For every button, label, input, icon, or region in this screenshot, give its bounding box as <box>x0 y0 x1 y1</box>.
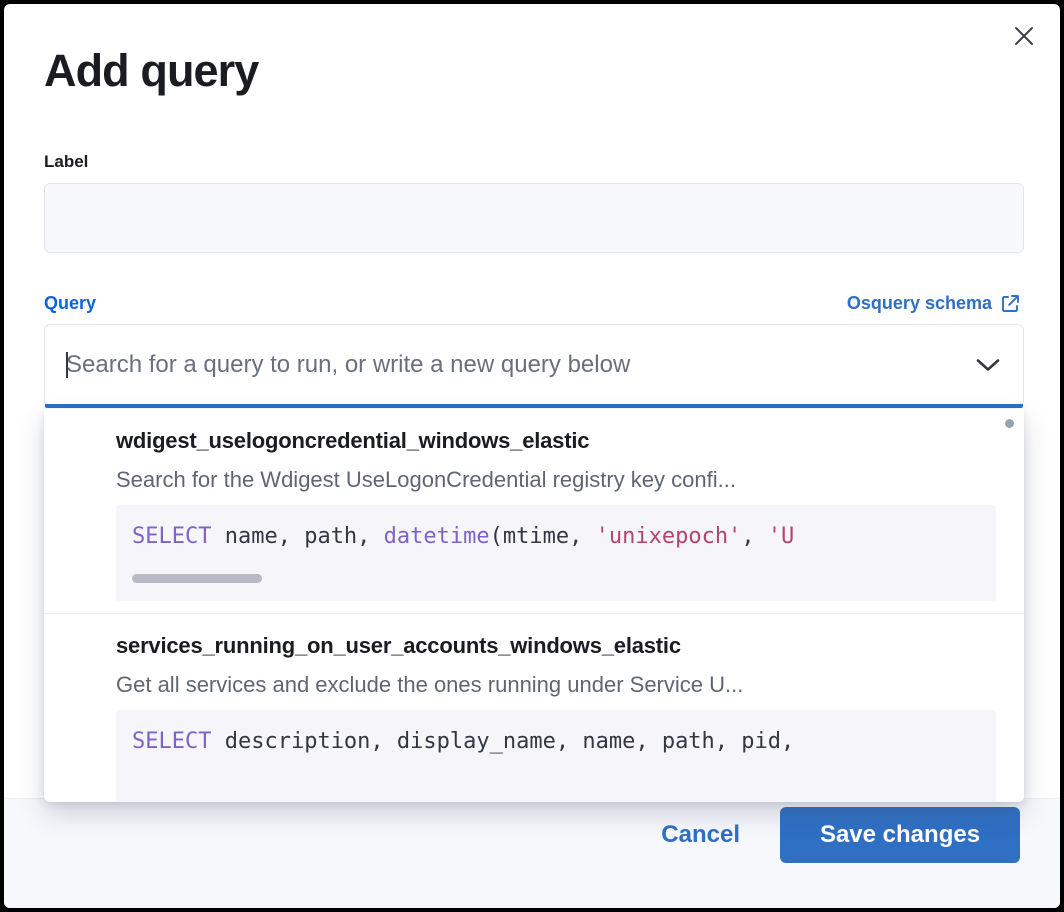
code-token-function: datetime <box>383 524 490 549</box>
suggestion-description: Get all services and exclude the ones ru… <box>116 672 744 697</box>
label-field-label: Label <box>44 152 89 171</box>
dialog-header: Add query <box>4 4 1060 98</box>
suggestion-code-block: SELECT description, display_name, name, … <box>116 710 996 802</box>
list-item[interactable]: wdigest_uselogoncredential_windows_elast… <box>44 409 1024 601</box>
close-icon[interactable] <box>1004 16 1044 56</box>
code-line: SELECT description, display_name, name, … <box>132 727 996 757</box>
query-search-combobox[interactable]: Search for a query to run, or write a ne… <box>44 324 1024 408</box>
close-icon-glyph <box>1015 27 1033 45</box>
text-caret <box>66 352 68 378</box>
osquery-schema-link[interactable]: Osquery schema <box>847 291 1020 315</box>
suggestion-description: Search for the Wdigest UseLogonCredentia… <box>116 467 736 492</box>
suggestion-code-block: SELECT name, path, datetime(mtime, 'unix… <box>116 505 996 601</box>
osquery-schema-link-label: Osquery schema <box>846 293 992 313</box>
query-suggestions-dropdown: wdigest_uselogoncredential_windows_elast… <box>44 409 1024 802</box>
dialog-body: Label Query Osquery schema Search for a … <box>4 150 1060 802</box>
dropdown-scrollbar[interactable] <box>1005 419 1014 428</box>
code-token-keyword: SELECT <box>132 729 212 754</box>
code-token-string: 'unixepoch' <box>595 524 742 549</box>
code-token-plain: description, display_name, name, path, p… <box>211 729 795 754</box>
chevron-down-icon-glyph <box>976 359 1000 371</box>
code-token-plain: name, path, <box>211 524 384 549</box>
label-input[interactable] <box>44 183 1024 253</box>
code-token-plain: , <box>741 524 768 549</box>
suggestion-title: services_running_on_user_accounts_window… <box>116 633 681 658</box>
add-query-dialog: Add query Label Query Osquery schema Sea… <box>4 4 1060 908</box>
code-line: SELECT name, path, datetime(mtime, 'unix… <box>132 522 996 552</box>
cancel-button[interactable]: Cancel <box>643 807 758 863</box>
query-search-placeholder: Search for a query to run, or write a ne… <box>66 351 631 378</box>
page-title: Add query <box>44 45 259 96</box>
chevron-down-icon[interactable] <box>973 350 1003 380</box>
external-link-icon <box>1002 294 1019 312</box>
save-changes-button[interactable]: Save changes <box>780 807 1020 863</box>
query-row: Query Osquery schema <box>44 291 1020 315</box>
query-field-label[interactable]: Query <box>44 293 97 313</box>
query-combobox-wrapper: Search for a query to run, or write a ne… <box>44 324 1024 802</box>
code-token-string: 'U <box>767 524 795 549</box>
dialog-footer: Cancel Save changes <box>4 798 1060 908</box>
code-token-keyword: SELECT <box>132 524 212 549</box>
suggestion-title: wdigest_uselogoncredential_windows_elast… <box>116 428 590 453</box>
list-item[interactable]: services_running_on_user_accounts_window… <box>44 613 1024 802</box>
code-token-plain: (mtime, <box>489 524 596 549</box>
code-horizontal-scrollbar[interactable] <box>132 574 262 583</box>
